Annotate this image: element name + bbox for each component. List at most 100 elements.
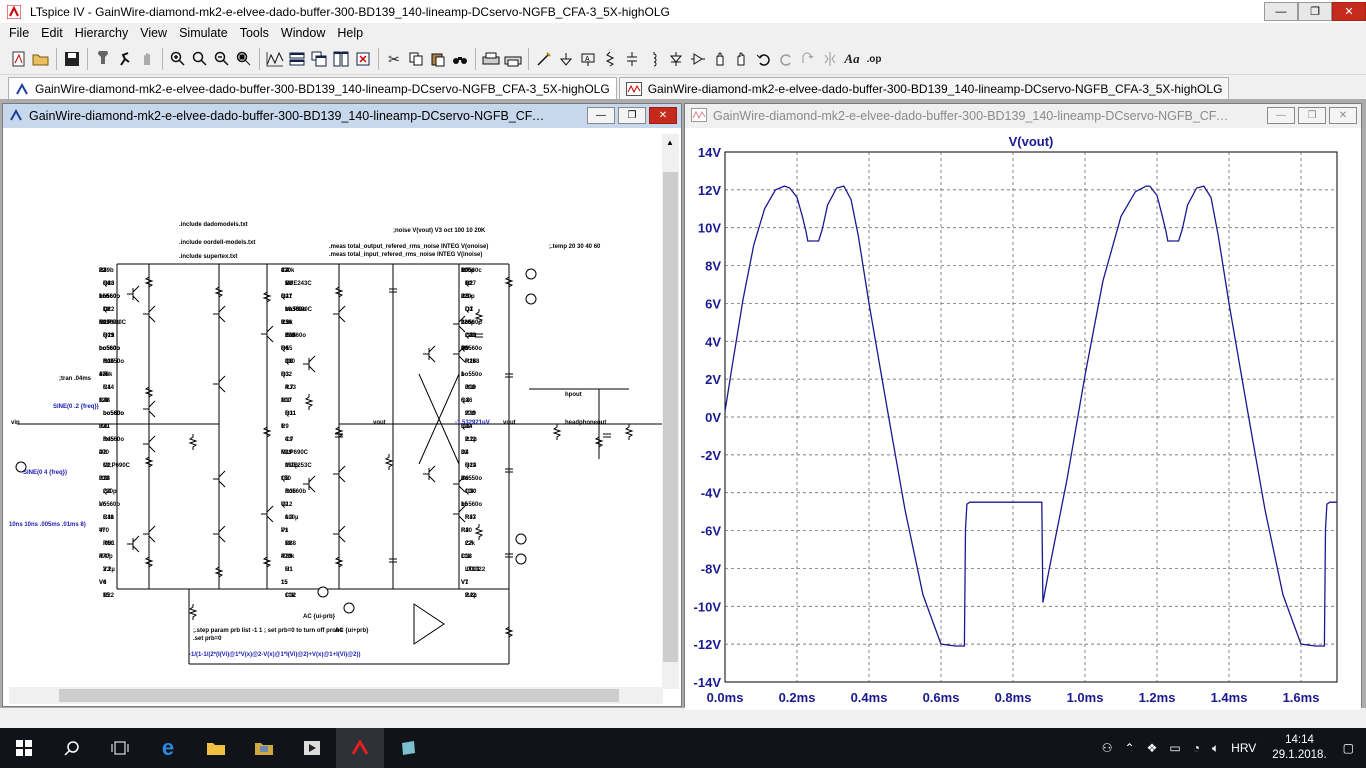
component-label[interactable]: Q4 (103, 489, 112, 495)
component-label[interactable]: C2 (103, 463, 111, 469)
component-label[interactable]: V1 (461, 580, 469, 586)
component-label[interactable]: 6.8 (285, 515, 294, 521)
menu-simulate[interactable]: Simulate (179, 26, 228, 40)
component-label[interactable]: R38 (285, 541, 297, 547)
component-label[interactable]: bo560o (461, 502, 483, 508)
halt-icon[interactable] (136, 48, 158, 70)
component-label[interactable]: R5 (461, 294, 469, 300)
component-label[interactable]: bo550o (103, 359, 125, 365)
rotate-icon[interactable] (797, 48, 819, 70)
component-label[interactable]: R8 (103, 281, 111, 287)
source-sine-2[interactable]: SINE(0 4 {freq}) (23, 470, 68, 476)
tray-expand-icon[interactable]: ⌃ (1124, 741, 1135, 755)
directive-include-3[interactable]: .include supertex.txt (179, 254, 238, 260)
component-label[interactable]: U1 (285, 567, 293, 573)
component-label[interactable]: C13 (461, 554, 473, 560)
menu-hierarchy[interactable]: Hierarchy (74, 26, 129, 40)
component-label[interactable]: Q11 (285, 411, 297, 417)
component-label[interactable]: bo560o (285, 333, 307, 339)
component-label[interactable]: R50 (103, 541, 115, 547)
component-label[interactable]: bo560b (285, 489, 307, 495)
component-label[interactable]: D4 (461, 450, 469, 456)
component-label[interactable]: 12k (99, 398, 110, 404)
component-label[interactable]: R14 (285, 333, 297, 339)
search-icon[interactable] (48, 728, 96, 768)
net-label-headphoneout[interactable]: headphoneout (565, 420, 607, 426)
run-icon[interactable] (114, 48, 136, 70)
component-label[interactable]: 10k (465, 489, 476, 495)
component-label[interactable]: R40 (461, 528, 473, 534)
component-label[interactable]: Q12 (281, 502, 293, 508)
component-label[interactable]: 100 (281, 398, 292, 404)
start-button[interactable] (0, 728, 48, 768)
schematic-restore-button[interactable]: ❐ (618, 107, 646, 124)
menu-help[interactable]: Help (337, 26, 364, 40)
component-label[interactable]: R3 (285, 281, 293, 287)
save-icon[interactable] (61, 48, 83, 70)
component-label[interactable]: 470 (99, 528, 110, 534)
waveform-window[interactable]: GainWire-diamond-mk2-e-elvee-dado-buffer… (684, 103, 1362, 710)
edge-browser-icon[interactable]: e (161, 735, 175, 760)
media-player-icon[interactable] (288, 728, 336, 768)
component-label[interactable]: bo560o (99, 346, 121, 352)
component-label[interactable]: bo560o (461, 346, 483, 352)
component-label[interactable]: bo550o (461, 476, 483, 482)
menu-view[interactable]: View (140, 26, 168, 40)
capacitor-icon[interactable] (621, 48, 643, 70)
component-label[interactable]: 3.3k (281, 320, 293, 326)
tab-schematic[interactable]: GainWire-diamond-mk2-e-elvee-dado-buffer… (8, 77, 617, 99)
component-label[interactable]: C9 (285, 437, 293, 443)
component-label[interactable]: 10k (285, 593, 296, 599)
component-label[interactable]: 330 (99, 476, 110, 482)
component-label[interactable]: C1 (103, 385, 111, 391)
clock[interactable]: 14:14 29.1.2018. (1272, 733, 1326, 763)
component-label[interactable]: MJE243C (285, 281, 312, 287)
directive-meas-2[interactable]: .meas total_input_refered_rms_noise INTE… (329, 252, 483, 258)
battery-icon[interactable]: ▭ (1169, 741, 1181, 755)
component-label[interactable]: C12 (285, 593, 297, 599)
component-label[interactable]: R7 (461, 268, 469, 274)
file-explorer-icon[interactable] (192, 728, 240, 768)
component-label[interactable]: 220 (465, 333, 476, 339)
net-label-vout-2[interactable]: vout (373, 420, 386, 426)
resistor-icon[interactable] (599, 48, 621, 70)
spice-directive-icon[interactable]: .op (866, 53, 882, 65)
component-label[interactable]: 3.3k (461, 294, 473, 300)
zoom-fit-icon[interactable] (233, 48, 255, 70)
component-label[interactable]: 1 (281, 424, 285, 430)
component-label[interactable]: V6 (99, 580, 107, 586)
waveform-chart[interactable]: 14V12V10V8V6V4V2V0V-2V-4V-6V-8V-10V-12V-… (685, 130, 1361, 710)
directive-step[interactable]: ;.step param prb list -1 1 ; set prb=0 t… (193, 628, 343, 634)
directive-temp[interactable]: ;.temp 20 30 40 60 (549, 244, 601, 250)
component-label[interactable]: 33 (461, 450, 468, 456)
resistor-symbol[interactable] (262, 554, 272, 570)
tab-waveform[interactable]: GainWire-diamond-mk2-e-elvee-dado-buffer… (618, 77, 1230, 99)
notifications-icon[interactable]: ▢ (1342, 741, 1354, 755)
component-label[interactable]: Q9 (461, 346, 470, 352)
component-label[interactable]: Q15 (281, 346, 293, 352)
component-label[interactable]: Vx (281, 528, 289, 534)
component-label[interactable]: V2 (281, 502, 289, 508)
transistor-symbol[interactable] (143, 400, 156, 418)
component-label[interactable]: bo560o (461, 320, 483, 326)
net-label-hpout[interactable]: hpout (565, 392, 582, 398)
transistor-symbol[interactable] (333, 465, 346, 483)
component-label[interactable]: R12 (465, 437, 477, 443)
resistor-symbol[interactable] (552, 424, 562, 440)
directive-tran[interactable]: ;tran .04ms (59, 376, 92, 382)
waveform-minimize-button[interactable]: — (1267, 107, 1295, 124)
tile-horizontal-icon[interactable] (286, 48, 308, 70)
component-label[interactable]: C3 (281, 294, 289, 300)
component-label[interactable]: Q18 (103, 281, 115, 287)
move-icon[interactable] (709, 48, 731, 70)
component-label[interactable]: R29 (281, 554, 293, 560)
print-icon[interactable] (502, 48, 524, 70)
component-label[interactable]: 100µ (285, 515, 299, 521)
close-window-icon[interactable] (352, 48, 374, 70)
transistor-symbol[interactable] (423, 345, 436, 363)
resistor-symbol[interactable] (144, 554, 154, 570)
voltage-source-symbol[interactable] (343, 602, 355, 614)
transistor-symbol[interactable] (143, 525, 156, 543)
schematic-horizontal-scrollbar[interactable] (9, 687, 663, 704)
